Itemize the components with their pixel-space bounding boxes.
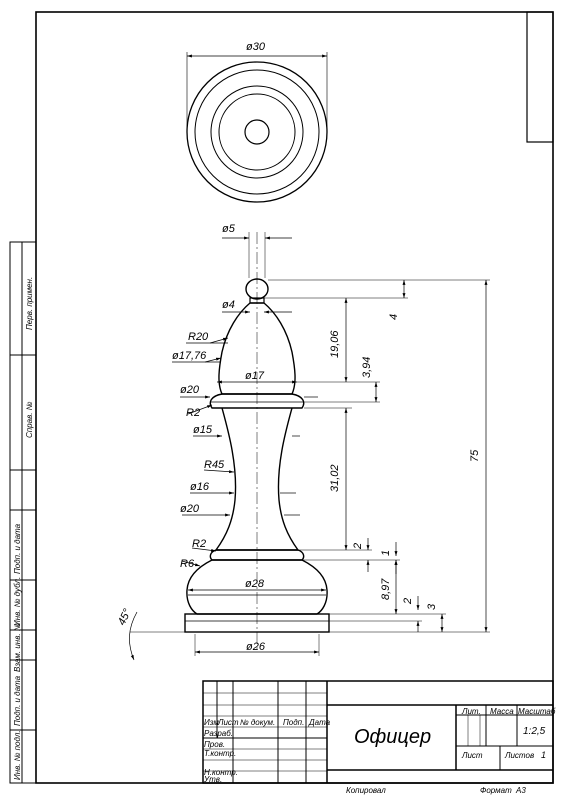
dim-v2-upper: 2 (352, 543, 364, 550)
dim-angle-45: 45° (116, 607, 134, 628)
tb-n-kontr: Н.контр. (204, 768, 238, 777)
dim-d4: ø4 (222, 299, 235, 311)
dim-v31-02: 31,02 (329, 464, 341, 492)
dim-v2-lower: 2 (402, 598, 414, 605)
height-dimensions: 4 19,06 3,94 31,02 75 2 1 8,97 2 3 (264, 279, 490, 633)
title-block: Изм Лист № докум. Подп. Дата Разраб. Про… (202, 680, 556, 784)
diameter-dimensions: ø5 ø4 R20 ø17,76 ø17 ø20 R2 ø15 R45 ø16 … (116, 223, 326, 661)
footer-format-value: А3 (515, 786, 526, 795)
dim-v1: 1 (380, 550, 392, 556)
bishop-plinth (184, 613, 330, 633)
footer-format: Формат (480, 786, 512, 795)
dim-top-d30: ø30 (246, 41, 266, 53)
dim-r2-low: R2 (192, 538, 206, 550)
bishop-ball (245, 278, 269, 300)
top-view: ø30 (186, 41, 328, 203)
dim-v75: 75 (469, 449, 481, 462)
footer-kopiroval: Копировал (346, 786, 386, 795)
side-label-podp-data-2: Подп. и дата (13, 675, 22, 726)
dim-d17-76: ø17,76 (172, 350, 207, 362)
dim-r2-top: R2 (186, 407, 200, 419)
dim-v3: 3 (426, 603, 438, 610)
side-label-sprav: Справ. № (25, 401, 34, 438)
tb-data: Дата (308, 718, 331, 727)
dim-v4: 4 (388, 314, 400, 320)
side-label-podp-data-1: Подп. и дата (13, 523, 22, 574)
dim-d20-low: ø20 (180, 503, 200, 515)
dim-r6: R6 (180, 558, 195, 570)
tb-razrab: Разраб. (204, 729, 233, 738)
dim-v19-06: 19,06 (329, 330, 341, 358)
dim-d17: ø17 (245, 370, 265, 382)
dim-r20: R20 (188, 331, 209, 343)
dim-d15: ø15 (193, 424, 213, 436)
tb-masshtab: Масштаб (518, 707, 556, 716)
side-label-inv-dubl: Инв. № дубл. (13, 577, 22, 626)
side-label-perv-primen: Перв. примен. (25, 277, 34, 330)
tb-scale-value: 1:2,5 (523, 726, 546, 737)
footer: Копировал Формат А3 (346, 786, 526, 795)
dim-d5: ø5 (222, 223, 236, 235)
side-label-vzam-inv: Взам. инв. № (13, 622, 22, 672)
tb-lit: Лит. (461, 707, 481, 716)
tb-listov-value: 1 (541, 750, 546, 760)
tb-prov: Пров. (204, 740, 225, 749)
dim-d20-top: ø20 (180, 384, 200, 396)
tb-utv: Утв. (203, 775, 222, 784)
tb-list2: Лист (461, 751, 483, 760)
tb-izm: Изм (204, 718, 219, 727)
side-stamp: Перв. примен. Справ. № Подп. и дата Инв.… (9, 241, 37, 784)
tb-n-dokum: № докум. (240, 718, 275, 727)
dim-d16: ø16 (190, 481, 210, 493)
tb-podp: Подп. (283, 718, 304, 727)
dim-d26: ø26 (246, 641, 266, 653)
tb-listov: Листов (504, 751, 534, 760)
dim-v8-97: 8,97 (380, 578, 392, 600)
tb-list: Лист (217, 718, 239, 727)
tb-t-kontr: Т.контр. (204, 749, 236, 758)
tb-massa: Масса (490, 707, 514, 716)
dim-r45: R45 (204, 459, 225, 471)
tb-part-name: Офицер (354, 726, 431, 748)
side-label-inv-podl: Инв. № подл. (13, 730, 22, 780)
dim-v3-94: 3,94 (361, 357, 373, 378)
bishop-collar (209, 393, 305, 409)
dim-d28: ø28 (245, 578, 265, 590)
